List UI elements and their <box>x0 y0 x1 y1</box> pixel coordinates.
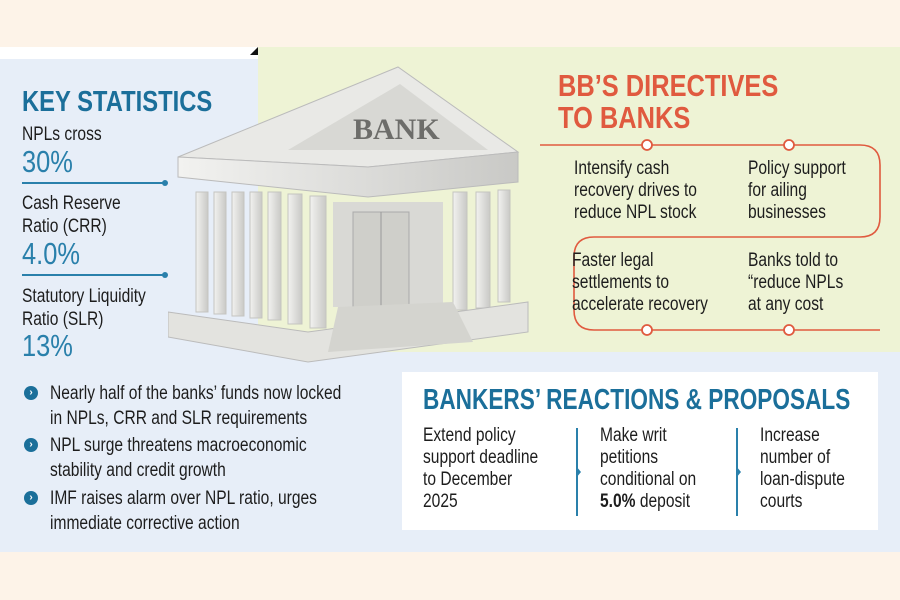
bank-building-illustration: BANK <box>168 66 529 363</box>
stat-label-npl: NPLs cross <box>22 124 102 145</box>
bullet-item: › Nearly half of the banks’ funds now lo… <box>24 381 384 431</box>
bankers-title: BANKERS’ REACTIONS & PROPOSALS <box>423 384 851 416</box>
chevron-right-icon: › <box>24 491 38 505</box>
chevron-divider <box>576 428 581 516</box>
bullet-item: › IMF raises alarm over NPL ratio, urges… <box>24 486 384 536</box>
white-strip <box>0 47 258 59</box>
bankers-reactions-box: BANKERS’ REACTIONS & PROPOSALS Extend po… <box>402 372 878 530</box>
stat-value-crr: 4.0% <box>22 236 80 271</box>
stat-value-npl: 30% <box>22 144 73 179</box>
divider <box>22 272 168 278</box>
corner-triangle <box>250 47 258 55</box>
chevron-right-icon: › <box>24 386 38 400</box>
chevron-right-icon: › <box>24 438 38 452</box>
divider <box>22 180 168 186</box>
directives-connector <box>540 139 881 336</box>
key-statistics-title: KEY STATISTICS <box>22 86 213 118</box>
bank-sign: BANK <box>353 113 440 146</box>
chevron-divider <box>736 428 741 516</box>
stat-value-slr: 13% <box>22 328 73 363</box>
